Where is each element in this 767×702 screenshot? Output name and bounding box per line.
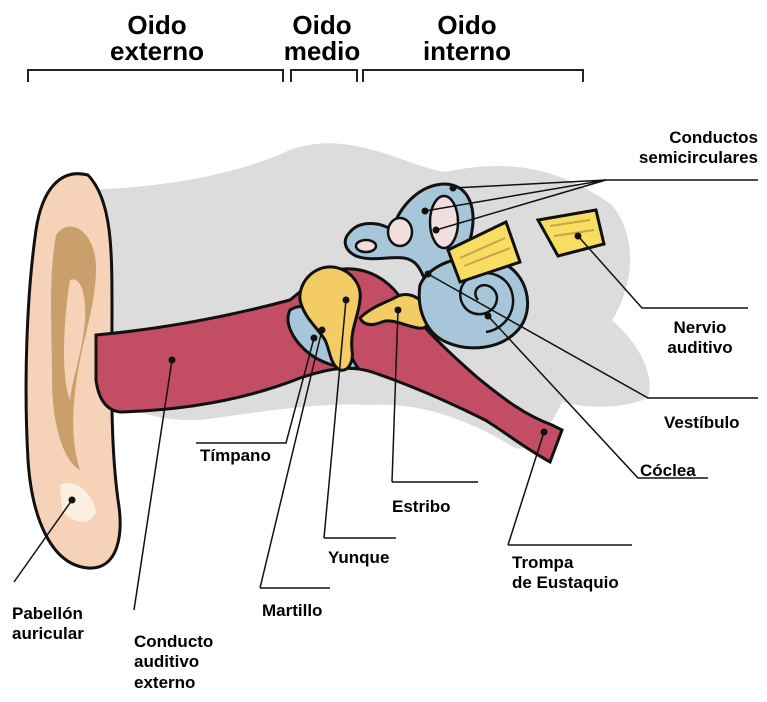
label-conductos-semicirculares: Conductos semicirculares (600, 128, 758, 169)
label-timpano: Tímpano (200, 446, 271, 466)
label-yunque: Yunque (328, 548, 389, 568)
section-interno-line2: interno (412, 38, 522, 64)
canal-loop-1 (430, 196, 458, 248)
label-conducto-auditivo-externo: Conducto auditivo externo (134, 632, 213, 693)
section-externo-line2: externo (92, 38, 222, 64)
label-conducto-line1: Conducto (134, 632, 213, 652)
label-nervio-line1: Nervio (650, 318, 750, 338)
section-medio-line1: Oido (272, 12, 372, 38)
label-pabellon-auricular: Pabellón auricular (12, 604, 84, 645)
label-trompa-line2: de Eustaquio (512, 573, 619, 593)
section-medio-line2: medio (272, 38, 372, 64)
label-coclea: Cóclea (640, 461, 696, 481)
label-estribo: Estribo (392, 497, 451, 517)
canal-loop-3 (356, 240, 376, 252)
label-nervio-auditivo: Nervio auditivo (650, 318, 750, 359)
label-nervio-line2: auditivo (650, 338, 750, 358)
label-pabellon-line2: auricular (12, 624, 84, 644)
section-oido-interno: Oido interno (412, 12, 522, 64)
bracket-externo (28, 70, 283, 82)
section-brackets (28, 70, 583, 82)
label-conductos-line2: semicirculares (600, 148, 758, 168)
section-interno-line1: Oido (412, 12, 522, 38)
section-oido-medio: Oido medio (272, 12, 372, 64)
section-oido-externo: Oido externo (92, 12, 222, 64)
canal-loop-2 (388, 218, 412, 246)
label-conducto-line2: auditivo (134, 652, 213, 672)
label-vestibulo: Vestíbulo (664, 413, 740, 433)
section-externo-line1: Oido (92, 12, 222, 38)
label-conductos-line1: Conductos (600, 128, 758, 148)
bracket-medio (291, 70, 357, 82)
label-martillo: Martillo (262, 601, 322, 621)
bracket-interno (363, 70, 583, 82)
label-trompa-de-eustaquio: Trompa de Eustaquio (512, 553, 619, 594)
label-pabellon-line1: Pabellón (12, 604, 84, 624)
label-conducto-line3: externo (134, 673, 213, 693)
label-trompa-line1: Trompa (512, 553, 619, 573)
